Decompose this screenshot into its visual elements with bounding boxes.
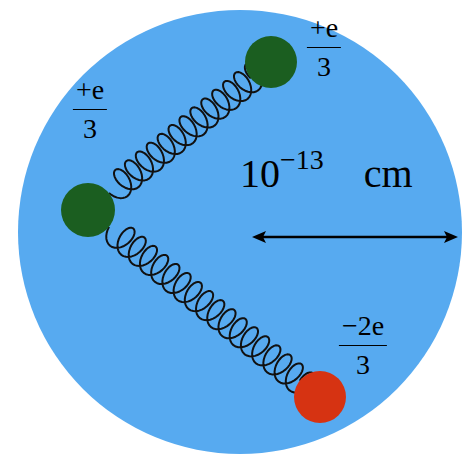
charge-denominator: 3 bbox=[317, 48, 331, 81]
gluon-spring bbox=[106, 227, 314, 393]
nucleon-region: 10−13 cm+e3+e3−2e3 bbox=[18, 10, 462, 454]
dimension-arrowhead bbox=[444, 231, 458, 243]
charge-fraction: −2e3 bbox=[339, 312, 387, 379]
dimension-line bbox=[262, 236, 448, 239]
charge-numerator: +e bbox=[307, 14, 341, 48]
dimension-arrowhead bbox=[252, 231, 266, 243]
quark-circle: +e3 bbox=[245, 36, 297, 88]
charge-fraction: +e3 bbox=[73, 76, 107, 143]
gluon-spring bbox=[109, 63, 262, 198]
quark-circle: −2e3 bbox=[294, 371, 346, 423]
charge-fraction: +e3 bbox=[307, 14, 341, 81]
charge-numerator: −2e bbox=[339, 312, 387, 346]
charge-numerator: +e bbox=[73, 76, 107, 110]
size-label: 10−13 cm bbox=[240, 150, 413, 194]
charge-denominator: 3 bbox=[83, 110, 97, 143]
charge-denominator: 3 bbox=[356, 346, 370, 379]
quark-circle: +e3 bbox=[61, 183, 115, 237]
